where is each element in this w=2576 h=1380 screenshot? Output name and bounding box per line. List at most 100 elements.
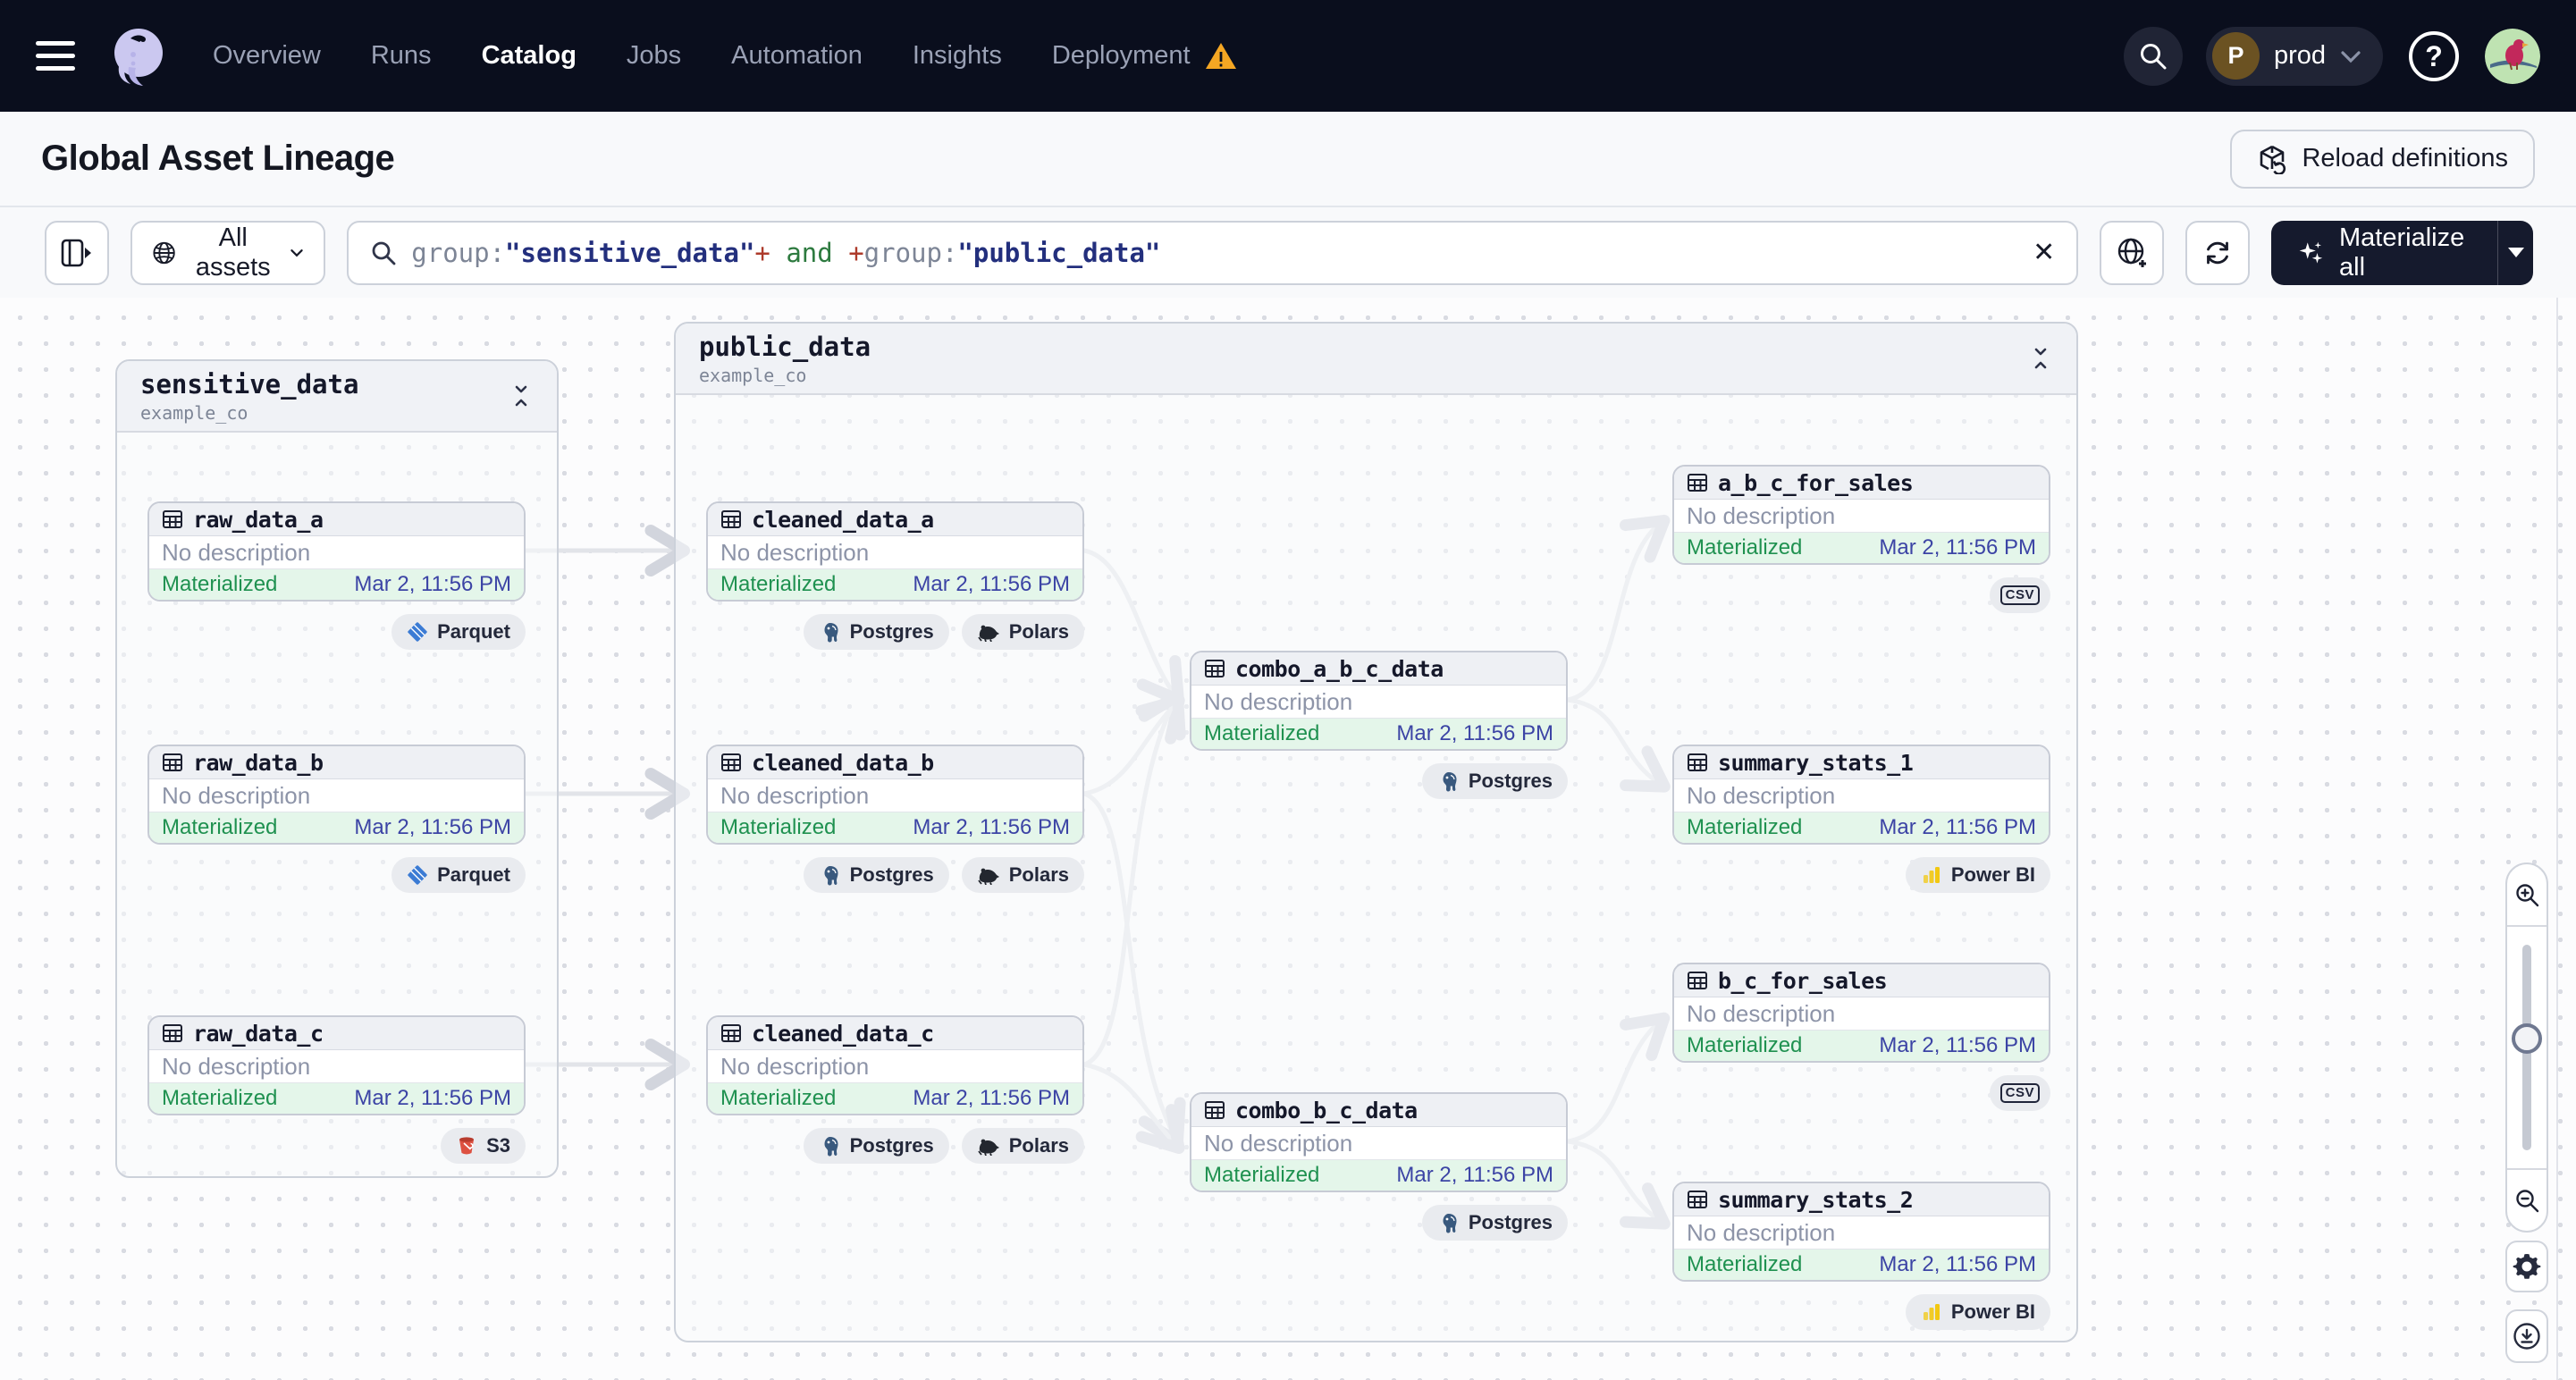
asset-node[interactable]: a_b_c_for_sales No description Materiali… <box>1672 465 2050 565</box>
group-header[interactable]: sensitive_data example_co <box>117 361 557 433</box>
asset-node[interactable]: summary_stats_2 No description Materiali… <box>1672 1182 2050 1282</box>
asset-description: No description <box>1674 1216 2049 1250</box>
asset-node[interactable]: b_c_for_sales No description Materialize… <box>1672 963 2050 1063</box>
materialization-timestamp: Mar 2, 11:56 PM <box>354 1086 511 1110</box>
tag-parquet[interactable]: Parquet <box>391 614 526 650</box>
materialize-all-button[interactable]: Materialize all <box>2271 221 2496 285</box>
reload-definitions-button[interactable]: Reload definitions <box>2230 129 2535 189</box>
materialization-timestamp: Mar 2, 11:56 PM <box>913 1086 1070 1110</box>
asset-scope-dropdown[interactable]: All assets <box>130 220 326 285</box>
materialization-timestamp: Mar 2, 11:56 PM <box>1879 815 2036 839</box>
search-icon <box>2140 43 2167 69</box>
asset-node[interactable]: cleaned_data_b No description Materializ… <box>706 745 1084 845</box>
tag-s3[interactable]: S3 <box>441 1128 526 1164</box>
clear-search-icon[interactable]: ✕ <box>2033 238 2056 267</box>
lineage-canvas[interactable]: sensitive_data example_co public_data ex… <box>0 298 2576 1380</box>
tag-postgres[interactable]: Postgres <box>1421 763 1568 799</box>
table-icon <box>1205 1101 1225 1119</box>
nav-item-deployment[interactable]: Deployment <box>1052 41 1237 71</box>
asset-name: combo_a_b_c_data <box>1235 655 1444 682</box>
tag-powerbi[interactable]: Power BI <box>1905 1294 2050 1330</box>
materialization-timestamp: Mar 2, 11:56 PM <box>354 815 511 839</box>
nav-item-runs[interactable]: Runs <box>370 41 432 70</box>
asset-tags: Postgres Polars <box>706 1128 1084 1164</box>
canvas-scrollbar[interactable] <box>2556 298 2558 1380</box>
materialize-options-button[interactable] <box>2498 221 2533 285</box>
collapse-group-icon[interactable] <box>2028 346 2053 371</box>
graph-settings-button[interactable] <box>2505 1241 2548 1292</box>
tag-polars[interactable]: Polars <box>961 1128 1084 1164</box>
nav-item-overview[interactable]: Overview <box>213 41 321 70</box>
reload-cube-icon <box>2260 145 2286 174</box>
status-badge: Materialized <box>1204 721 1320 745</box>
tag-postgres[interactable]: Postgres <box>803 1128 949 1164</box>
zoom-in-icon <box>2516 884 2539 907</box>
download-icon <box>2513 1323 2540 1350</box>
materialization-timestamp: Mar 2, 11:56 PM <box>1879 1252 2036 1276</box>
svg-text:?: ? <box>2425 40 2443 72</box>
asset-tags: Parquet <box>147 857 526 893</box>
group-header[interactable]: public_data example_co <box>676 324 2076 395</box>
tag-csv[interactable]: CSV <box>1989 577 2050 613</box>
table-icon <box>1688 474 1707 492</box>
tag-parquet[interactable]: Parquet <box>391 857 526 893</box>
tag-powerbi[interactable]: Power BI <box>1905 857 2050 893</box>
asset-name: cleaned_data_c <box>752 1020 934 1047</box>
zoom-controls <box>2505 862 2548 1233</box>
nav-item-catalog[interactable]: Catalog <box>481 41 577 70</box>
open-sidebar-button[interactable] <box>45 220 109 285</box>
asset-name: a_b_c_for_sales <box>1718 469 1914 496</box>
help-button[interactable]: ? <box>2406 29 2462 84</box>
materialize-all-split-button: Materialize all <box>2271 220 2533 285</box>
tag-polars[interactable]: Polars <box>961 614 1084 650</box>
download-image-button[interactable] <box>2505 1309 2548 1363</box>
search-button[interactable] <box>2123 26 2183 86</box>
nav-item-jobs[interactable]: Jobs <box>626 41 682 70</box>
asset-node[interactable]: combo_b_c_data No description Materializ… <box>1190 1092 1568 1192</box>
parquet-icon <box>408 622 427 642</box>
postgres-icon <box>824 1136 838 1157</box>
tag-polars[interactable]: Polars <box>961 857 1084 893</box>
refresh-button[interactable] <box>2185 220 2251 285</box>
nav-item-automation[interactable]: Automation <box>731 41 863 70</box>
status-badge: Materialized <box>1687 815 1803 839</box>
materialization-timestamp: Mar 2, 11:56 PM <box>1879 1033 2036 1057</box>
group-name: public_data <box>699 331 871 362</box>
asset-search-input[interactable]: group:"sensitive_data"+ and +group:"publ… <box>347 220 2079 285</box>
asset-node[interactable]: cleaned_data_a No description Materializ… <box>706 501 1084 602</box>
new-catalog-view-button[interactable] <box>2100 220 2165 285</box>
asset-description: No description <box>1191 1127 1566 1160</box>
zoom-slider[interactable] <box>2507 925 2547 1170</box>
chevron-down-icon <box>2507 248 2524 257</box>
tag-csv[interactable]: CSV <box>1989 1075 2050 1111</box>
tag-postgres[interactable]: Postgres <box>803 857 949 893</box>
dagster-logo-icon[interactable] <box>104 22 172 90</box>
table-icon <box>721 510 741 528</box>
asset-name: combo_b_c_data <box>1235 1097 1418 1123</box>
collapse-group-icon[interactable] <box>509 383 534 408</box>
tag-postgres[interactable]: Postgres <box>1421 1205 1568 1241</box>
user-avatar[interactable] <box>2485 28 2540 84</box>
asset-node[interactable]: summary_stats_1 No description Materiali… <box>1672 745 2050 845</box>
asset-name: cleaned_data_b <box>752 749 934 776</box>
asset-node[interactable]: cleaned_data_c No description Materializ… <box>706 1015 1084 1115</box>
avatar-bird-image <box>2485 28 2540 84</box>
zoom-in-button[interactable] <box>2507 864 2547 925</box>
menu-icon[interactable] <box>36 41 75 71</box>
zoom-slider-thumb[interactable] <box>2512 1023 2542 1054</box>
asset-node[interactable]: combo_a_b_c_data No description Material… <box>1190 651 1568 751</box>
asset-tags: Power BI <box>1672 857 2050 893</box>
asset-tags: Power BI <box>1672 1294 2050 1330</box>
zoom-out-button[interactable] <box>2507 1170 2547 1231</box>
table-icon <box>163 510 182 528</box>
deployment-switcher[interactable]: P prod <box>2205 26 2383 86</box>
tag-postgres[interactable]: Postgres <box>803 614 949 650</box>
nav-item-insights[interactable]: Insights <box>912 41 1002 70</box>
